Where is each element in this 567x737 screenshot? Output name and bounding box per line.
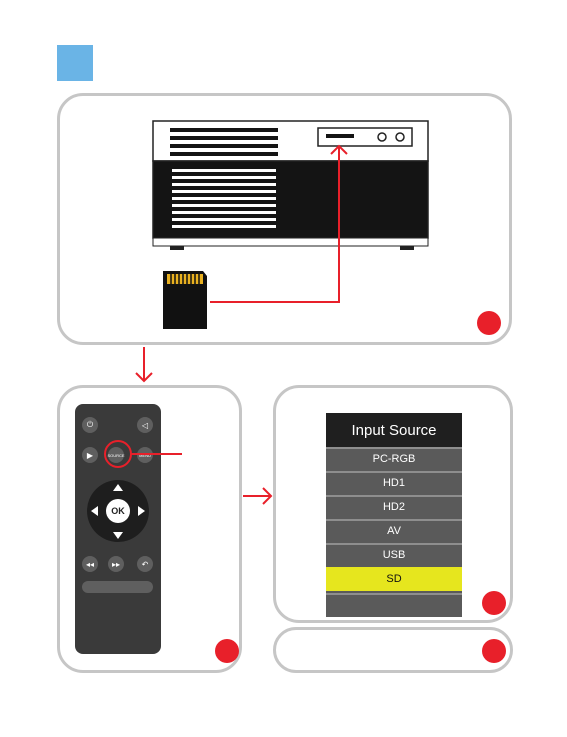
ok-button[interactable]: OK bbox=[106, 499, 130, 523]
back-button[interactable]: ↶ bbox=[137, 556, 153, 572]
source-highlight bbox=[104, 440, 132, 468]
right-icon[interactable] bbox=[138, 506, 145, 516]
menu-title: Input Source bbox=[326, 413, 462, 447]
input-source-menu: Input Source PC-RGB HD1 HD2 AV USB SD bbox=[326, 413, 462, 617]
up-icon[interactable] bbox=[113, 484, 123, 491]
menu-item-hd2[interactable]: HD2 bbox=[326, 495, 462, 517]
step-marker bbox=[57, 45, 93, 81]
play-pause-button[interactable]: ▶ bbox=[82, 447, 98, 463]
forward-button[interactable]: ▸▸ bbox=[108, 556, 124, 572]
down-icon[interactable] bbox=[113, 532, 123, 539]
mute-button[interactable]: ◁ bbox=[137, 417, 153, 433]
arrow-right-icon bbox=[241, 486, 275, 506]
step-dot bbox=[482, 591, 506, 615]
menu-button[interactable]: MENU bbox=[137, 447, 153, 463]
menu-item-av[interactable]: AV bbox=[326, 519, 462, 541]
projector-illustration bbox=[60, 96, 509, 342]
left-icon[interactable] bbox=[91, 506, 98, 516]
menu-item-pc-rgb[interactable]: PC-RGB bbox=[326, 447, 462, 469]
step-dot bbox=[482, 639, 506, 663]
projector-panel bbox=[57, 93, 512, 345]
menu-item-sd[interactable]: SD bbox=[326, 567, 462, 591]
menu-item-usb[interactable]: USB bbox=[326, 543, 462, 565]
arrow-down-icon bbox=[134, 345, 154, 385]
power-button[interactable]: ⏻ bbox=[82, 417, 98, 433]
menu-item-hd1[interactable]: HD1 bbox=[326, 471, 462, 493]
prev-next-bar[interactable] bbox=[82, 581, 153, 593]
remote-panel: ⏻ ◁ ▶ SOURCE MENU OK ◂◂ ▸▸ ↶ bbox=[57, 385, 242, 673]
result-panel bbox=[273, 627, 513, 673]
menu-panel: Input Source PC-RGB HD1 HD2 AV USB SD bbox=[273, 385, 513, 623]
highlight-pointer bbox=[130, 453, 182, 455]
step-dot bbox=[215, 639, 239, 663]
rewind-button[interactable]: ◂◂ bbox=[82, 556, 98, 572]
menu-empty-row bbox=[326, 593, 462, 615]
step-dot bbox=[477, 311, 501, 335]
